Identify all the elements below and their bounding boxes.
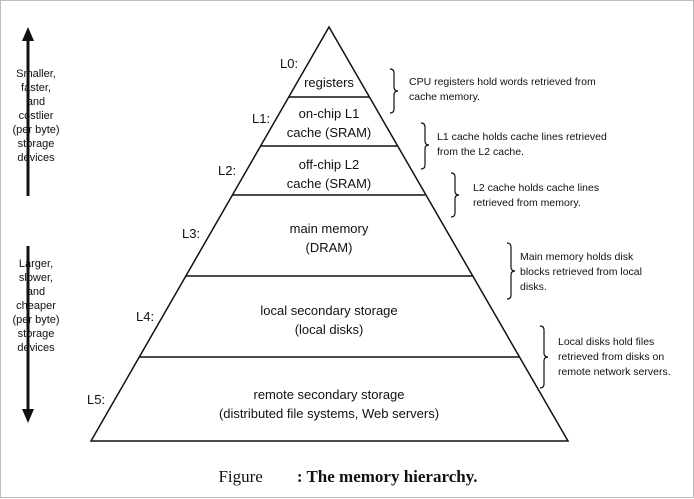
tier-l1-line: cache (SRAM) [286,125,372,140]
level-label-l5: L5: [87,392,106,407]
note-l3-line: Main memory holds disk [520,251,634,263]
sidebar-slower-devices: Larger, slower, and cheaper (per byte) s… [1,257,71,355]
tier-l5-line: remote secondary storage [253,387,405,402]
tier-l0-line: registers [304,75,354,90]
note-l3: Main memory holds disk blocks retrieved … [520,250,642,295]
note-l0-line: cache memory. [409,91,480,103]
sidebar-bottom-line: and [26,286,46,298]
tier-l2-line: cache (SRAM) [286,176,372,191]
note-l1: L1 cache holds cache lines retrieved fro… [437,130,607,160]
sidebar-faster-devices: Smaller, faster, and costlier (per byte)… [1,67,71,165]
note-l4-line: retrieved from disks on [558,351,665,363]
sidebar-bottom-line: cheaper [16,300,56,312]
note-l1-line: L1 cache holds cache lines retrieved [437,131,607,143]
note-l2: L2 cache holds cache lines retrieved fro… [473,181,599,211]
brace-l2 [450,172,460,218]
pyramid-outline [89,25,570,442]
tier-l5-remote-storage: remote secondary storage (distributed fi… [169,385,489,423]
tier-l0-registers: registers [269,73,389,92]
level-label-l3: L3: [182,226,201,241]
tier-l4-local-storage: local secondary storage (local disks) [199,301,459,339]
sidebar-top-line: Smaller, [16,68,56,80]
brace-l4 [539,325,549,389]
sidebar-top-line: and [26,96,46,108]
sidebar-bottom-line: Larger, [18,258,54,270]
sidebar-bottom-line: slower, [18,272,54,284]
tier-l1-cache: on-chip L1 cache (SRAM) [249,104,409,142]
tier-l5-line: (distributed file systems, Web servers) [218,406,440,421]
level-label-l1: L1: [252,111,271,126]
tier-l1-line: on-chip L1 [298,106,360,121]
tier-l2-line: off-chip L2 [298,157,360,172]
note-l3-line: disks. [520,281,547,293]
brace-l3 [506,242,516,300]
sidebar-top-line: devices [17,152,55,164]
tier-l2-cache: off-chip L2 cache (SRAM) [239,155,419,193]
note-l4-line: Local disks hold files [558,336,655,348]
sidebar-top-line: storage [17,138,55,150]
tier-l3-main-memory: main memory (DRAM) [229,219,429,257]
level-label-l4: L4: [136,309,155,324]
tier-l3-line: (DRAM) [305,240,353,255]
note-l0: CPU registers hold words retrieved from … [409,75,596,105]
note-l4: Local disks hold files retrieved from di… [558,335,671,380]
note-l4-line: remote network servers. [558,366,671,378]
figure-caption: Figure : The memory hierarchy. [1,467,694,487]
caption-title: : The memory hierarchy. [296,467,478,486]
note-l2-line: L2 cache holds cache lines [473,182,600,194]
sidebar-top-line: faster, [21,82,51,94]
brace-l0 [389,68,399,114]
sidebar-bottom-line: devices [17,342,55,354]
sidebar-top-line: (per byte) [12,124,60,136]
level-label-l0: L0: [280,56,299,71]
sidebar-top-line: costlier [18,110,54,122]
brace-l1 [420,122,430,170]
level-label-l2: L2: [218,163,237,178]
down-arrow-head [22,409,34,423]
up-arrow-head [22,27,34,41]
sidebar-bottom-line: storage [17,328,55,340]
note-l1-line: from the L2 cache. [437,146,524,158]
note-l2-line: retrieved from memory. [473,197,581,209]
note-l3-line: blocks retrieved from local [520,266,642,278]
note-l0-line: CPU registers hold words retrieved from [409,76,596,88]
tier-l4-line: local secondary storage [260,303,398,318]
tier-l4-line: (local disks) [294,322,364,337]
tier-l3-line: main memory [289,221,369,236]
caption-prefix: Figure [218,467,263,486]
sidebar-bottom-line: (per byte) [12,314,60,326]
